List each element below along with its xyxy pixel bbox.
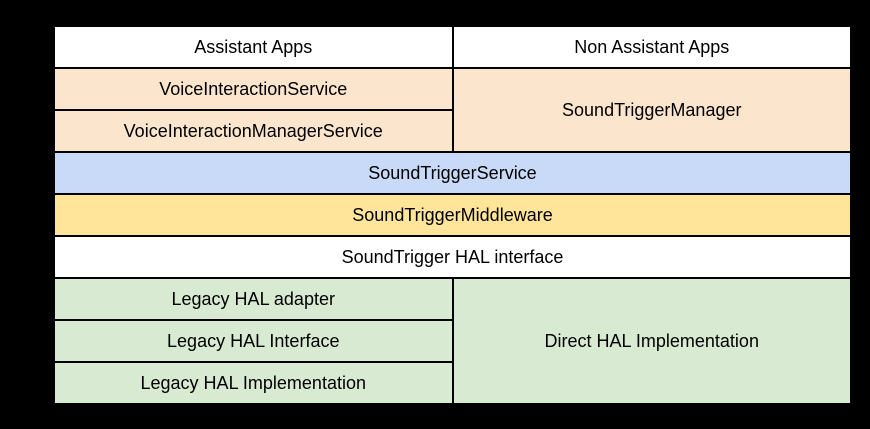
hal-impl-row-1: Legacy HAL adapter Direct HAL Implementa… bbox=[53, 277, 852, 405]
hal-impl-row-2: Legacy HAL Interface bbox=[53, 319, 851, 363]
direct-hal-implementation-cell: Direct HAL Implementation bbox=[451, 277, 852, 405]
middleware-row: SoundTriggerMiddleware bbox=[53, 193, 852, 237]
legacy-hal-interface-cell: Legacy HAL Interface bbox=[53, 319, 454, 363]
sound-trigger-manager-cell: SoundTriggerManager bbox=[451, 67, 852, 153]
service-row: SoundTriggerService bbox=[53, 151, 852, 195]
sound-trigger-stack-diagram: Assistant Apps Non Assistant Apps VoiceI… bbox=[53, 25, 852, 405]
framework-row-2: VoiceInteractionManagerService bbox=[53, 109, 851, 153]
voice-interaction-manager-service-cell: VoiceInteractionManagerService bbox=[53, 109, 454, 153]
legacy-hal-adapter-cell: Legacy HAL adapter bbox=[53, 277, 454, 321]
hal-impl-row-3: Legacy HAL Implementation bbox=[53, 361, 851, 405]
hal-interface-row: SoundTrigger HAL interface bbox=[53, 235, 852, 279]
non-assistant-apps-cell: Non Assistant Apps bbox=[451, 25, 852, 69]
legacy-hal-implementation-cell: Legacy HAL Implementation bbox=[53, 361, 454, 405]
sound-trigger-hal-interface-cell: SoundTrigger HAL interface bbox=[53, 235, 852, 279]
apps-row: Assistant Apps Non Assistant Apps bbox=[53, 25, 852, 69]
framework-row-1: VoiceInteractionService SoundTriggerMana… bbox=[53, 67, 852, 153]
sound-trigger-service-cell: SoundTriggerService bbox=[53, 151, 852, 195]
sound-trigger-middleware-cell: SoundTriggerMiddleware bbox=[53, 193, 852, 237]
voice-interaction-service-cell: VoiceInteractionService bbox=[53, 67, 454, 111]
assistant-apps-cell: Assistant Apps bbox=[53, 25, 454, 69]
